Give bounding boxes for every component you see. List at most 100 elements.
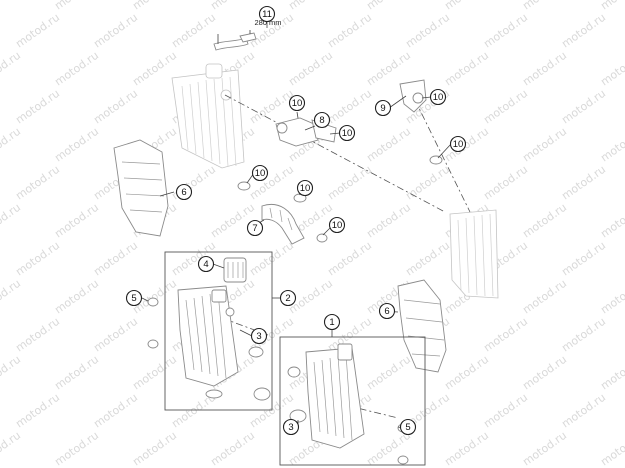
watermark-text: motod.ru: [0, 429, 23, 468]
watermark-text: motod.ru: [0, 49, 23, 89]
callout-number: 9: [380, 103, 385, 114]
watermark-text: motod.ru: [91, 391, 140, 431]
watermark-text: motod.ru: [286, 0, 335, 12]
callout-number: 10: [332, 220, 343, 231]
watermark-text: motod.ru: [208, 201, 257, 241]
watermark-text: motod.ru: [442, 353, 491, 393]
callout-10: 10: [288, 94, 306, 112]
watermark-text: motod.ru: [598, 353, 625, 393]
watermark-text: motod.ru: [442, 125, 491, 165]
callout-3: 3: [250, 327, 268, 345]
watermark-text: motod.ru: [559, 315, 608, 355]
callout-circle: [246, 219, 264, 237]
radiator-left-faint: [171, 63, 245, 169]
watermark-text: motod.ru: [403, 239, 452, 279]
watermark-text: motod.ru: [598, 49, 625, 89]
callout-number: 1: [329, 317, 334, 328]
callout-circle: [338, 124, 356, 142]
callout-circle: [258, 5, 276, 23]
watermark-text: motod.ru: [13, 87, 62, 127]
callout-circle: [313, 111, 331, 129]
callout-number: 3: [256, 331, 261, 342]
watermark-text: motod.ru: [325, 239, 374, 279]
watermark-text: motod.ru: [598, 429, 625, 468]
assembly-axis-4: [344, 404, 399, 419]
callout-number: 10: [255, 168, 266, 179]
callout-circle: [251, 164, 269, 182]
callout-circle: [449, 135, 467, 153]
watermark-text: motod.ru: [130, 429, 179, 468]
callout-circle: [279, 289, 297, 307]
watermark-text: motod.ru: [403, 163, 452, 203]
assembly-axis-1: [224, 94, 446, 213]
callout-number: 10: [300, 183, 311, 194]
callout-5: 5: [125, 289, 143, 307]
callout-number: 2: [285, 293, 290, 304]
watermark-text: motod.ru: [0, 277, 23, 317]
watermark-text: motod.ru: [13, 11, 62, 51]
watermark-text: motod.ru: [91, 239, 140, 279]
callout-number: 4: [203, 259, 208, 270]
radiator-right-assembly: [287, 343, 365, 449]
watermark-text: motod.ru: [52, 429, 101, 468]
callout-4: 4: [197, 255, 215, 273]
callout-circle: [288, 94, 306, 112]
watermark-text: motod.ru: [130, 353, 179, 393]
watermark-text: motod.ru: [52, 0, 101, 12]
watermark-text: motod.ru: [520, 277, 569, 317]
watermark-text: motod.ru: [52, 49, 101, 89]
callout-number: 10: [292, 98, 303, 109]
callout-10: 10: [328, 216, 346, 234]
watermark-text: motod.ru: [325, 11, 374, 51]
hose-curved-7: [261, 204, 305, 245]
watermark-text: motod.ru: [364, 353, 413, 393]
callout-number: 3: [288, 422, 293, 433]
watermark-text: motod.ru: [364, 201, 413, 241]
watermark-text: motod.ru: [598, 277, 625, 317]
callout-1: 1: [323, 313, 341, 331]
callout-circle: [374, 99, 392, 117]
watermark-text: motod.ru: [52, 277, 101, 317]
dimension-label: 280 mm: [254, 18, 281, 27]
callout-number: 10: [433, 92, 444, 103]
watermark-text: motod.ru: [91, 315, 140, 355]
callout-number: 6: [384, 306, 389, 317]
watermark-text: motod.ru: [130, 49, 179, 89]
watermark-text: motod.ru: [520, 429, 569, 468]
callout-circle: [378, 302, 396, 320]
watermark-text: motod.ru: [13, 315, 62, 355]
watermark-text: motod.ru: [52, 201, 101, 241]
watermark-text: motod.ru: [325, 163, 374, 203]
watermark-text: motod.ru: [598, 201, 625, 241]
watermark-text: motod.ru: [520, 353, 569, 393]
watermark-text: motod.ru: [559, 239, 608, 279]
watermark-text: motod.ru: [559, 87, 608, 127]
hose-280mm: [213, 30, 257, 51]
callout-6: 6: [378, 302, 396, 320]
watermark-text: motod.ru: [481, 391, 530, 431]
callout-circle: [282, 418, 300, 436]
callout-6: 6: [175, 183, 193, 201]
watermark-text: motod.ru: [559, 391, 608, 431]
watermark-text: motod.ru: [520, 49, 569, 89]
callout-circle: [125, 289, 143, 307]
radiator-right-faint: [449, 209, 499, 299]
callout-circle: [399, 418, 417, 436]
callout-circle: [323, 313, 341, 331]
callout-11: 11: [258, 5, 276, 23]
watermark-text: motod.ru: [52, 353, 101, 393]
grommets-left: [147, 297, 271, 401]
watermark-text: motod.ru: [169, 163, 218, 203]
callout-circle: [175, 183, 193, 201]
callout-10: 10: [449, 135, 467, 153]
watermark-text: motod.ru: [91, 11, 140, 51]
callout-number: 5: [405, 422, 410, 433]
radiator-shroud-right: [397, 279, 447, 373]
callout-number: 7: [252, 223, 257, 234]
watermark-text: motod.ru: [520, 0, 569, 12]
watermark-text: motod.ru: [52, 125, 101, 165]
watermark-text: motod.ru: [598, 125, 625, 165]
